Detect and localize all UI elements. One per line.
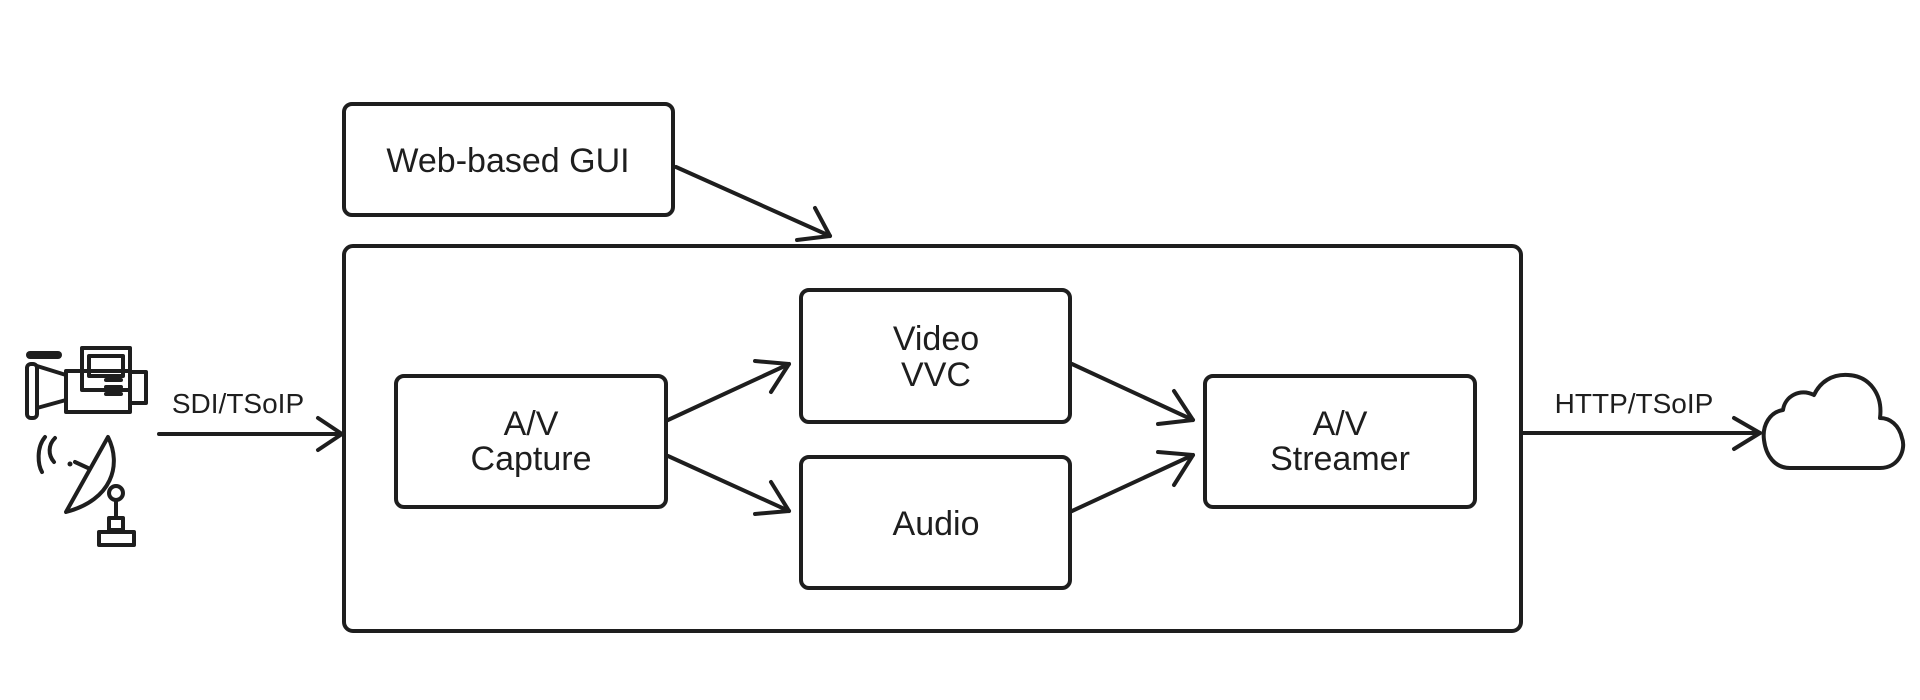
web-gui-label: Web-based GUI (386, 142, 629, 180)
satellite-dish-icon (36, 435, 136, 547)
capture-label-line2: Capture (471, 440, 592, 478)
video-box (799, 288, 1072, 424)
edge-input-label: SDI/TSoIP (172, 388, 304, 419)
system-container (342, 244, 1523, 633)
edge-capture-to-audio (666, 454, 791, 516)
web-gui-box (342, 102, 675, 217)
edge-audio-streamer-line (1070, 453, 1195, 513)
edge-audio-to-streamer (1070, 450, 1195, 513)
capture-label-line1: A/V (504, 405, 559, 443)
audio-label: Audio (893, 505, 980, 543)
streamer-box (1203, 374, 1477, 509)
edge-capture-audio-line (666, 454, 791, 513)
node-video-vvc[interactable]: Video VVC (799, 288, 1072, 424)
video-label-line1: Video (893, 320, 979, 358)
node-web-gui[interactable]: Web-based GUI (342, 102, 675, 217)
audio-box (799, 455, 1072, 590)
edge-video-streamer-arrowhead (1156, 389, 1195, 426)
node-av-capture[interactable]: A/V Capture (394, 374, 668, 509)
streamer-label-line2: Streamer (1270, 440, 1410, 478)
edge-audio-streamer-arrowhead (1156, 450, 1195, 487)
edge-gui-line (674, 165, 832, 238)
edge-output-label: HTTP/TSoIP (1555, 388, 1714, 419)
cloud-icon (1761, 372, 1906, 470)
edge-video-to-streamer (1070, 362, 1195, 426)
node-audio[interactable]: Audio (799, 455, 1072, 590)
edge-capture-to-video (666, 359, 791, 422)
edge-capture-video-line (666, 362, 791, 422)
edge-capture-audio-arrowhead (753, 480, 791, 516)
edge-output: HTTP/TSoIP (1521, 388, 1762, 451)
video-label-line2: VVC (901, 356, 971, 394)
streamer-label-line1: A/V (1313, 405, 1368, 443)
edge-output-arrowhead (1732, 416, 1762, 451)
capture-box (394, 374, 668, 509)
edge-gui-to-system (674, 165, 832, 242)
node-av-streamer[interactable]: A/V Streamer (1203, 374, 1477, 509)
edge-input: SDI/TSoIP (157, 388, 344, 452)
edge-video-streamer-line (1070, 362, 1195, 422)
video-camera-icon (25, 346, 148, 420)
edge-gui-arrowhead (795, 206, 832, 242)
edge-capture-video-arrowhead (753, 359, 791, 394)
edge-input-arrowhead (316, 416, 344, 452)
